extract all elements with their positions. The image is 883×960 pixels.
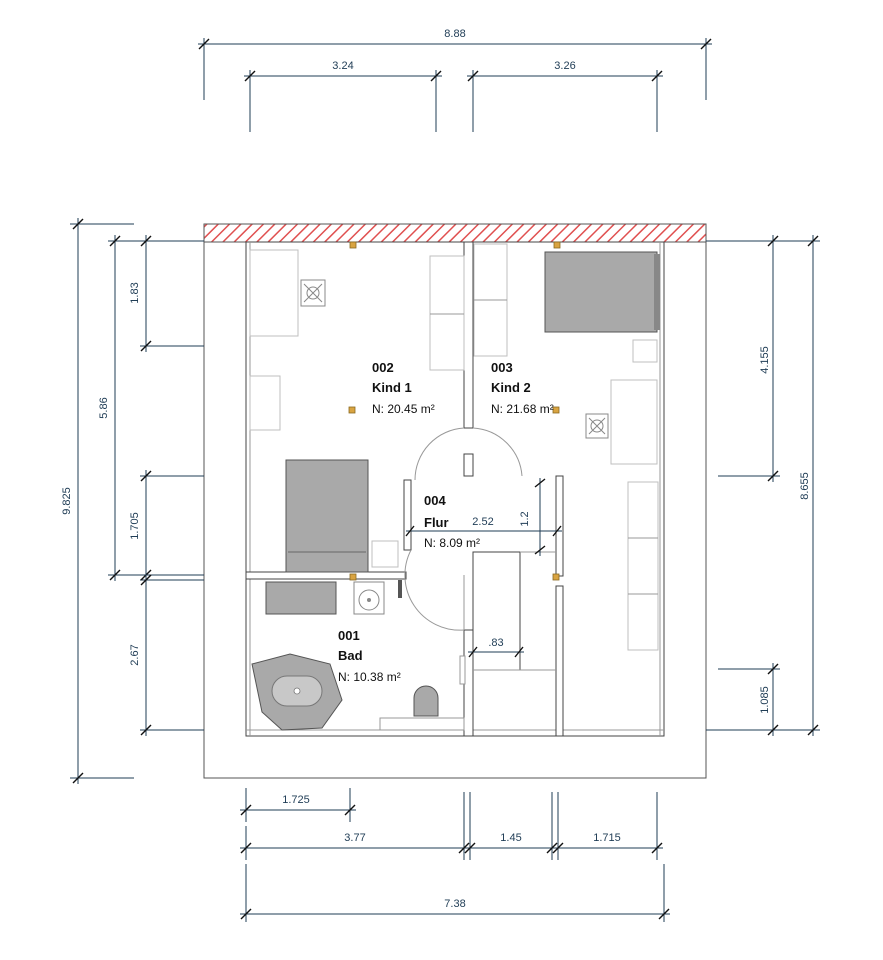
room-area: N: 20.45 m² [372, 402, 435, 416]
sink-icon [353, 581, 385, 615]
room-name: Kind 2 [491, 380, 531, 395]
chair-icon [585, 413, 609, 439]
room-label-bad: 001 Bad N: 10.38 m² [338, 628, 401, 684]
room-number: 004 [424, 493, 446, 508]
hatched-wall [203, 223, 707, 243]
room-name: Bad [338, 648, 363, 663]
bathroom-cabinet [265, 581, 337, 615]
room-label-kind-1: 002 Kind 1 N: 20.45 m² [372, 360, 435, 416]
toilet-icon [413, 685, 439, 717]
top-dimension-chain: 8.88 3.24 3.26 [198, 28, 712, 132]
room-name: Kind 1 [372, 380, 412, 395]
dim-bottom-c: 1.715 [593, 832, 621, 844]
dim-top-right: 3.26 [554, 60, 575, 72]
room-label-flur: 004 Flur N: 8.09 m² [424, 493, 480, 550]
dim-right-total: 8.655 [799, 472, 811, 500]
room-label-kind-2: 003 Kind 2 N: 21.68 m² [491, 360, 554, 416]
doors [404, 427, 523, 631]
dim-top-left: 3.24 [332, 60, 353, 72]
interior-walls [245, 241, 564, 737]
hall-annotations: 2.52 1.2 .83 [405, 478, 562, 658]
dim-stair: .83 [488, 637, 503, 649]
bed-kind-2 [544, 251, 658, 333]
room-area: N: 21.68 m² [491, 402, 554, 416]
bathtub-icon [251, 653, 343, 731]
dim-left-mid: 5.86 [98, 397, 110, 418]
dim-hall-width: 2.52 [472, 516, 493, 528]
room-number: 001 [338, 628, 360, 643]
dim-bottom-short: 1.725 [282, 794, 310, 806]
dim-top-total: 8.88 [444, 28, 465, 40]
left-dimension-chain: 9.825 5.86 1.83 1.705 2.67 [61, 218, 204, 784]
dim-right-bottom: 1.085 [759, 686, 771, 714]
dim-bottom-b: 1.45 [500, 832, 521, 844]
room-name: Flur [424, 515, 449, 530]
room-area: N: 10.38 m² [338, 670, 401, 684]
bed-kind-1 [285, 459, 369, 573]
bottom-dimension-chain: 1.725 3.77 1.45 1.715 7.38 [240, 788, 670, 922]
chair-icon [300, 279, 326, 307]
dim-left-bottom: 2.67 [129, 644, 141, 665]
dim-hall-depth: 1.2 [519, 511, 531, 526]
room-number: 002 [372, 360, 394, 375]
furniture-kind-1 [249, 249, 465, 573]
right-dimension-chain: 8.655 4.155 1.085 [706, 235, 820, 736]
bath-fixtures [251, 581, 439, 731]
dim-bottom-total: 7.38 [444, 898, 465, 910]
room-area: N: 8.09 m² [424, 536, 480, 550]
dim-left-middle: 1.705 [129, 512, 141, 540]
structural-posts [348, 241, 561, 581]
furniture-kind-2 [473, 243, 660, 651]
dim-bottom-a: 3.77 [344, 832, 365, 844]
dim-left-total: 9.825 [61, 487, 73, 515]
room-number: 003 [491, 360, 513, 375]
dim-right-top: 4.155 [759, 346, 771, 374]
dim-left-top: 1.83 [129, 282, 141, 303]
